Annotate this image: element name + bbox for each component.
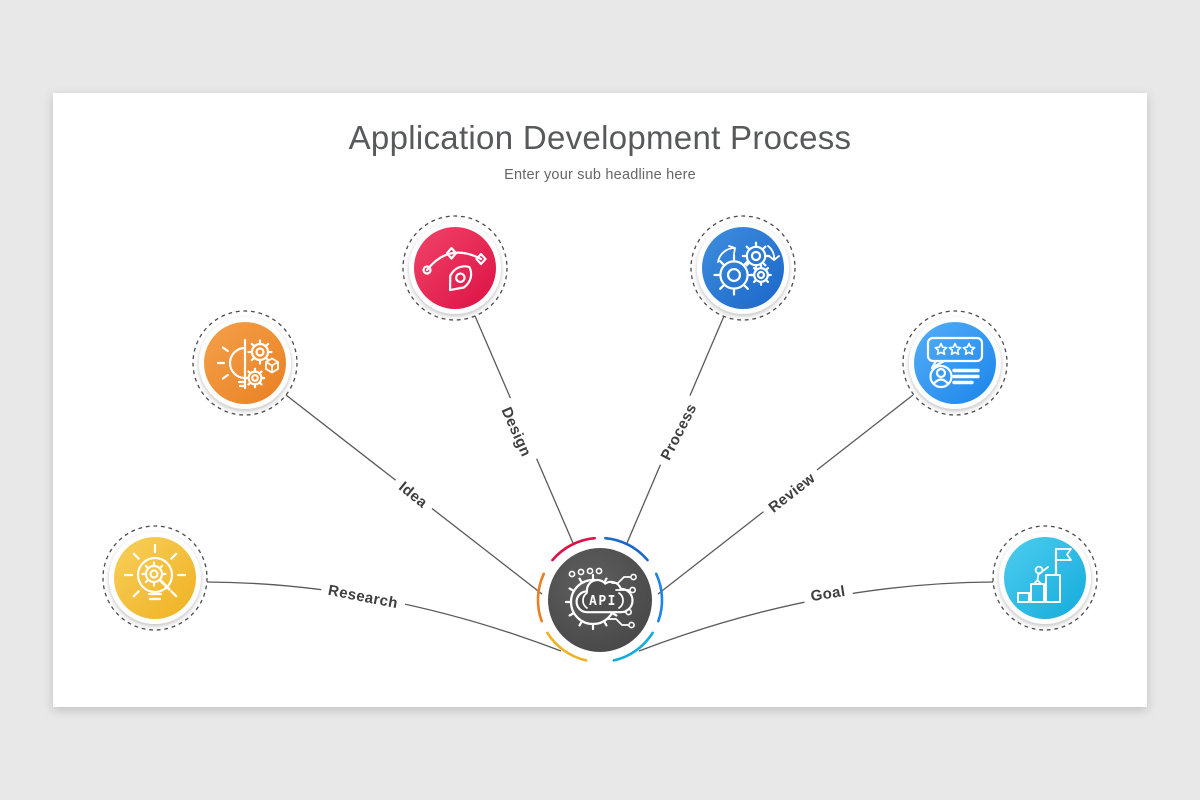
node-goal xyxy=(992,525,1098,631)
process-diagram: API xyxy=(102,215,1098,662)
node-idea xyxy=(192,310,298,416)
node-process xyxy=(690,215,796,321)
dashed-ring xyxy=(902,310,1008,416)
half-bulb-gears-cube-icon xyxy=(216,338,279,390)
dashed-ring xyxy=(192,310,298,416)
arc-review xyxy=(654,572,664,623)
node-circle xyxy=(702,227,784,309)
dashed-ring xyxy=(102,525,208,631)
node-circle xyxy=(914,322,996,404)
flag-on-steps-icon xyxy=(1017,547,1072,603)
arc-design xyxy=(551,536,596,562)
dashed-ring xyxy=(992,525,1098,631)
rating-stars-person-icon xyxy=(926,336,984,389)
node-review xyxy=(902,310,1008,416)
hub-label: API xyxy=(589,594,617,609)
arc-process xyxy=(604,536,649,562)
node-research xyxy=(102,525,208,631)
pen-tool-bezier-icon xyxy=(422,246,487,292)
node-circle xyxy=(414,227,496,309)
dashed-ring xyxy=(402,215,508,321)
slide: Application Development Process Enter yo… xyxy=(53,93,1147,707)
page-title: Application Development Process xyxy=(348,119,852,156)
api-cloud-gear-circuit-icon: API xyxy=(564,567,637,631)
hub-api: API xyxy=(548,548,652,652)
header: Application Development Process Enter yo… xyxy=(53,119,1147,183)
node-design xyxy=(402,215,508,321)
arc-research xyxy=(546,631,588,662)
dashed-ring xyxy=(690,215,796,321)
hub-arcs xyxy=(536,536,664,662)
lightbulb-gear-magnifier-icon xyxy=(123,543,187,601)
arc-goal xyxy=(612,631,654,662)
page-subtitle: Enter your sub headline here xyxy=(504,167,696,183)
three-gears-arrows-icon xyxy=(713,241,780,296)
arc-idea xyxy=(536,572,546,623)
